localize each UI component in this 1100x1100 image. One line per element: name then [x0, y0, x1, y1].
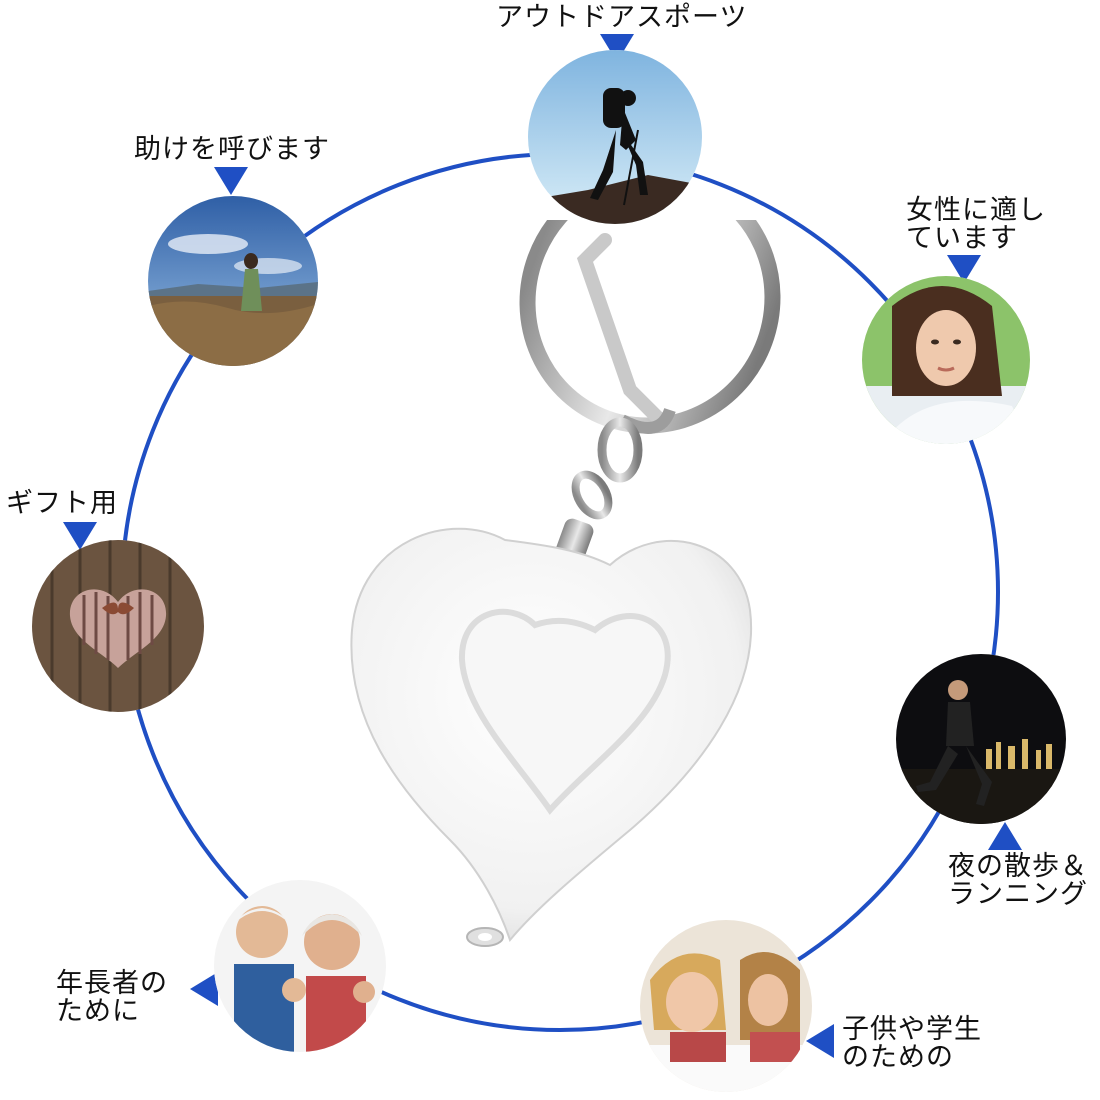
hiker-photo: [528, 50, 702, 224]
arrow-elderly-icon: [190, 972, 218, 1006]
arrow-kids-icon: [806, 1024, 834, 1058]
woman-portrait-photo: [862, 276, 1030, 444]
elderly-couple-photo: [214, 880, 386, 1052]
label-night: 夜の散歩＆ ランニング: [948, 851, 1088, 910]
heart-keychain-alarm-icon: [350, 220, 781, 947]
woman-field-photo: [148, 196, 318, 366]
arrow-night-icon: [988, 822, 1022, 850]
label-help: 助けを呼びます: [134, 134, 330, 165]
arrow-help-icon: [214, 167, 248, 195]
label-kids: 子供や学生 のための: [842, 1014, 982, 1073]
label-elderly: 年長者の ために: [56, 968, 168, 1027]
label-women: 女性に適し ています: [906, 195, 1046, 254]
label-outdoor: アウトドアスポーツ: [496, 2, 748, 33]
night-runner-photo: [896, 654, 1066, 824]
children-studying-photo: [640, 920, 812, 1092]
heart-gift-box-photo: [32, 540, 204, 712]
label-gift: ギフト用: [6, 488, 118, 519]
